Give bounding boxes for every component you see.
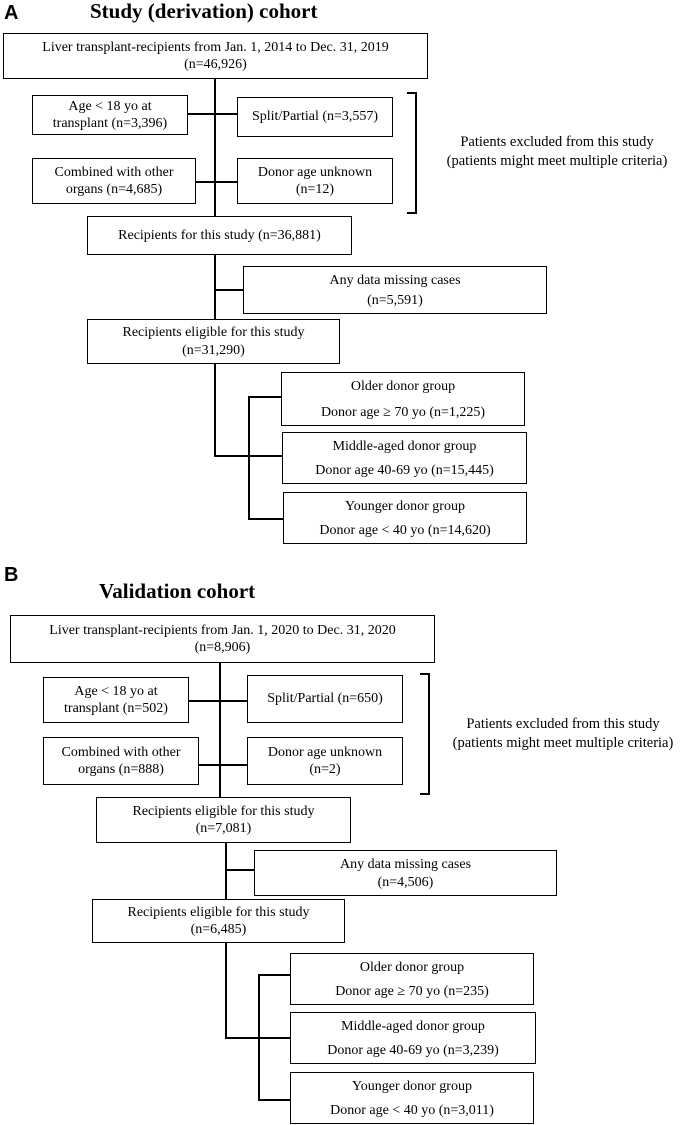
note-text: (patients might meet multiple criteria) xyxy=(452,734,674,751)
box-text: (n=6,485) xyxy=(190,922,247,937)
connector-line xyxy=(225,942,227,1038)
box-text: Recipients eligible for this study xyxy=(122,325,305,340)
flow-box-data-missing: Any data missing cases (n=4,506) xyxy=(254,850,557,896)
connector-line xyxy=(198,764,248,766)
box-text: Liver transplant-recipients from Jan. 1,… xyxy=(49,622,396,638)
box-text: Older donor group xyxy=(350,379,456,394)
exclusion-note: Patients excluded from this study (patie… xyxy=(434,715,692,753)
note-text: Patients excluded from this study xyxy=(466,716,660,732)
flow-box-older-donor-group: Older donor group Donor age ≥ 70 yo (n=2… xyxy=(290,953,534,1005)
flow-box-recipients-study: Recipients eligible for this study (n=7,… xyxy=(96,797,351,843)
flow-box-recipients-study: Recipients for this study (n=36,881) xyxy=(87,216,352,255)
exclusion-note: Patients excluded from this study (patie… xyxy=(422,133,692,171)
box-text: (n=7,081) xyxy=(195,821,252,836)
box-text: transplant (n=502) xyxy=(64,701,168,716)
box-text: Younger donor group xyxy=(345,499,465,514)
flow-box-younger-donor-group: Younger donor group Donor age < 40 yo (n… xyxy=(283,492,527,544)
box-text: organs (n=4,685) xyxy=(65,182,163,197)
box-text: Any data missing cases xyxy=(339,857,472,872)
box-text: Combined with other xyxy=(61,744,181,760)
box-text: (n=31,290) xyxy=(182,342,245,358)
connector-line xyxy=(187,113,238,115)
cohort-title-b: Validation cohort xyxy=(99,579,256,603)
box-text: Donor age ≥ 70 yo (n=1,225) xyxy=(320,404,486,420)
flow-box-total-recipients: Liver transplant-recipients from Jan. 1,… xyxy=(3,33,428,79)
box-text: Recipients for this study (n=36,881) xyxy=(118,227,321,243)
box-text: Split/Partial (n=650) xyxy=(267,691,383,707)
flow-box-older-donor-group: Older donor group Donor age ≥ 70 yo (n=1… xyxy=(281,372,525,426)
connector-line xyxy=(214,289,244,291)
connector-line xyxy=(248,397,250,519)
box-text: (n=2) xyxy=(309,762,341,777)
flow-box-middle-aged-donor-group: Middle-aged donor group Donor age 40-69 … xyxy=(290,1012,536,1064)
connector-line xyxy=(258,974,291,976)
box-text: Combined with other xyxy=(54,164,174,180)
box-text: (n=46,926) xyxy=(184,57,247,72)
flow-box-combined-organs: Combined with other organs (n=4,685) xyxy=(32,158,196,204)
connector-line xyxy=(214,363,216,457)
box-text: Age < 18 yo at xyxy=(68,98,152,114)
cohort-title-a: Study (derivation) cohort xyxy=(90,0,318,23)
flow-box-split-partial: Split/Partial (n=3,557) xyxy=(237,97,393,137)
box-text: Any data missing cases xyxy=(329,273,461,288)
box-text: Donor age unknown xyxy=(267,744,383,760)
box-text: transplant (n=3,396) xyxy=(52,116,168,131)
connector-line xyxy=(188,700,248,702)
box-text: Younger donor group xyxy=(352,1079,472,1094)
box-text: Donor age unknown xyxy=(257,164,373,180)
flow-box-donor-age-unknown: Donor age unknown (n=12) xyxy=(237,158,393,204)
box-text: (n=5,591) xyxy=(367,292,423,308)
connector-line xyxy=(248,518,284,520)
box-text: Middle-aged donor group xyxy=(332,439,477,454)
flow-box-eligible-recipients: Recipients eligible for this study (n=31… xyxy=(87,319,340,364)
connector-line xyxy=(214,254,216,320)
connector-line xyxy=(195,181,238,183)
flow-box-combined-organs: Combined with other organs (n=888) xyxy=(43,737,199,785)
box-text: (n=8,906) xyxy=(194,640,251,655)
box-text: Donor age ≥ 70 yo (n=235) xyxy=(335,983,489,999)
box-text: organs (n=888) xyxy=(78,762,164,777)
connector-line xyxy=(225,842,227,900)
flow-box-age-under-18: Age < 18 yo at transplant (n=502) xyxy=(43,677,189,723)
flow-box-eligible-recipients: Recipients eligible for this study (n=6,… xyxy=(92,899,345,943)
box-text: Donor age < 40 yo (n=3,011) xyxy=(330,1102,494,1118)
box-text: Age < 18 yo at xyxy=(74,683,158,699)
panel-label-b: B xyxy=(4,564,19,586)
flow-box-split-partial: Split/Partial (n=650) xyxy=(247,675,403,723)
box-text: Donor age 40-69 yo (n=15,445) xyxy=(315,462,494,478)
box-text: Recipients eligible for this study xyxy=(127,904,310,920)
box-text: (n=12) xyxy=(295,182,335,197)
note-text: Patients excluded from this study xyxy=(460,134,654,150)
flow-box-data-missing: Any data missing cases (n=5,591) xyxy=(243,266,547,314)
box-text: Older donor group xyxy=(359,960,465,975)
note-text: (patients might meet multiple criteria) xyxy=(446,152,668,169)
box-text: Donor age < 40 yo (n=14,620) xyxy=(319,522,491,538)
flow-box-total-recipients: Liver transplant-recipients from Jan. 1,… xyxy=(10,615,435,663)
panel-label-a: A xyxy=(4,2,19,24)
connector-line xyxy=(214,78,216,216)
box-text: Liver transplant-recipients from Jan. 1,… xyxy=(42,39,389,55)
connector-line xyxy=(225,869,255,871)
flow-box-donor-age-unknown: Donor age unknown (n=2) xyxy=(247,737,403,785)
box-text: Middle-aged donor group xyxy=(341,1019,485,1034)
box-text: Donor age 40-69 yo (n=3,239) xyxy=(327,1042,499,1058)
flow-box-middle-aged-donor-group: Middle-aged donor group Donor age 40-69 … xyxy=(282,432,527,484)
connector-line xyxy=(219,662,221,798)
connector-line xyxy=(258,975,260,1101)
box-text: Recipients eligible for this study xyxy=(132,803,315,819)
flow-box-age-under-18: Age < 18 yo at transplant (n=3,396) xyxy=(32,95,188,135)
box-text: Split/Partial (n=3,557) xyxy=(251,109,379,125)
flow-box-younger-donor-group: Younger donor group Donor age < 40 yo (n… xyxy=(290,1072,534,1124)
box-text: (n=4,506) xyxy=(377,874,434,890)
connector-line xyxy=(248,396,282,398)
connector-line xyxy=(258,1099,291,1101)
